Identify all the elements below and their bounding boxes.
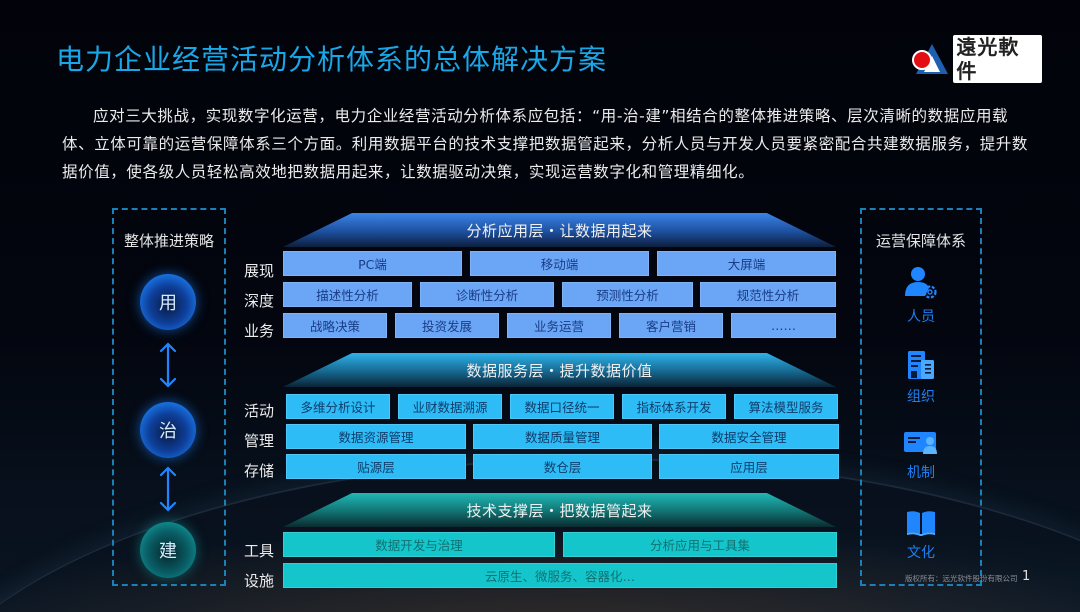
diagram-cell: 客户营销 [619, 313, 723, 338]
row-label: 设施 [244, 572, 275, 590]
copyright-text: 版权所有：远光软件股份有限公司 [905, 574, 1018, 583]
double-arrow-icon [159, 342, 177, 388]
strategy-panel: 整体推进策略 用 治 建 [112, 208, 226, 586]
double-arrow-icon [159, 466, 177, 512]
operations-panel-title: 运营保障体系 [875, 232, 966, 250]
diagram-cell: 移动端 [470, 251, 649, 276]
strategy-circle-use: 用 [140, 274, 196, 330]
diagram-cell: 诊断性分析 [420, 282, 554, 307]
diagram-cell: 数据口径统一 [510, 394, 614, 419]
diagram-cell: 投资发展 [395, 313, 499, 338]
diagram-cell: 数仓层 [473, 454, 652, 479]
layer-title: 数据服务层・提升数据价值 [466, 361, 653, 380]
ops-item-mechanism: 机制 [862, 432, 980, 482]
strategy-circle-govern: 治 [140, 402, 196, 458]
row-label: 业务 [244, 322, 275, 340]
page-number: 1 [1022, 569, 1031, 584]
user-gear-icon [905, 267, 937, 299]
intro-paragraph: 应对三大挑战，实现数字化运营，电力企业经营活动分析体系应包括：“用-治-建”相结… [62, 107, 1029, 181]
layer-header-data-service: 数据服务层・提升数据价值 [283, 353, 836, 387]
operations-panel: 运营保障体系 人员 组织 机 [860, 208, 982, 586]
ops-item-personnel: 人员 [862, 266, 980, 326]
logo-mark-icon [912, 42, 948, 76]
row-label: 活动 [244, 402, 275, 420]
ops-item-organization: 组织 [862, 350, 980, 406]
row-label: 工具 [244, 542, 275, 560]
book-icon [907, 511, 935, 536]
diagram-cell: …… [731, 313, 836, 338]
diagram-cell: 大屏端 [657, 251, 836, 276]
ops-item-label: 组织 [907, 389, 935, 405]
diagram-cell: 业务运营 [507, 313, 611, 338]
logo-text: 遠光軟件 [953, 35, 1042, 83]
diagram-cell: 多维分析设计 [286, 394, 390, 419]
layer-title: 分析应用层・让数据用起来 [466, 221, 653, 240]
row-label: 展现 [244, 262, 275, 280]
diagram-cell: 预测性分析 [562, 282, 693, 307]
row-label: 深度 [244, 292, 275, 310]
diagram-cell: PC端 [283, 251, 462, 276]
diagram-cell: 分析应用与工具集 [563, 532, 837, 557]
layer-title: 技术支撑层・把数据管起来 [466, 501, 653, 520]
strategy-panel-title: 整体推进策略 [123, 232, 214, 250]
building-icon [908, 351, 934, 379]
diagram-cell: 业财数据溯源 [398, 394, 502, 419]
diagram-cell: 数据资源管理 [286, 424, 466, 449]
page-title: 电力企业经营活动分析体系的总体解决方案 [56, 43, 608, 76]
id-card-icon [904, 432, 937, 454]
diagram-cell: 数据安全管理 [659, 424, 839, 449]
row-label: 管理 [244, 432, 275, 450]
diagram-cell: 贴源层 [286, 454, 466, 479]
strategy-circle-label: 治 [159, 421, 177, 442]
diagram-cell: 规范性分析 [700, 282, 836, 307]
diagram-cell: 数据开发与治理 [283, 532, 555, 557]
strategy-circle-build: 建 [140, 522, 196, 578]
layer-header-application: 分析应用层・让数据用起来 [283, 213, 836, 247]
row-label: 存储 [244, 462, 275, 480]
ops-item-label: 文化 [907, 545, 935, 561]
ops-item-label: 人员 [907, 309, 935, 325]
layer-header-tech-support: 技术支撑层・把数据管起来 [283, 493, 836, 527]
strategy-circle-label: 建 [159, 541, 177, 562]
strategy-circle-label: 用 [159, 293, 177, 314]
company-logo: 遠光軟件 [912, 35, 1042, 83]
diagram-cell: 算法模型服务 [734, 394, 838, 419]
diagram-cell: 战略决策 [283, 313, 387, 338]
diagram-cell: 数据质量管理 [473, 424, 652, 449]
diagram-cell: 描述性分析 [283, 282, 412, 307]
ops-item-culture: 文化 [862, 510, 980, 562]
diagram-cell: 云原生、微服务、容器化… [283, 563, 837, 588]
diagram-cell: 指标体系开发 [622, 394, 726, 419]
diagram-cell: 应用层 [659, 454, 839, 479]
ops-item-label: 机制 [907, 465, 935, 481]
